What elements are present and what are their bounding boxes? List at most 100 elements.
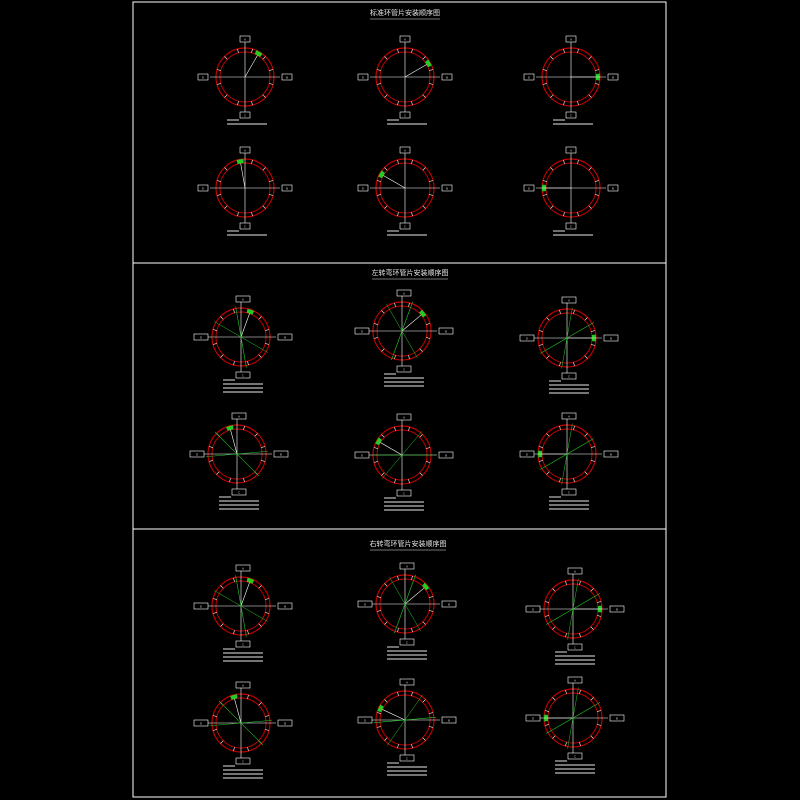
- side-label-text: D: [361, 330, 364, 334]
- key-segment: [254, 50, 263, 58]
- segment-joint: [233, 577, 235, 582]
- side-label-box: [239, 111, 251, 119]
- side-label-box: [441, 73, 453, 81]
- side-label-box: [607, 73, 619, 81]
- side-label-text: A: [244, 149, 247, 153]
- segment-joint: [224, 56, 228, 60]
- side-label-box: [523, 184, 535, 192]
- side-label-box: [399, 638, 415, 646]
- side-label-box: [567, 643, 583, 651]
- segment-joint: [208, 460, 213, 462]
- side-label-box: [235, 371, 251, 379]
- side-label-box: [399, 146, 411, 154]
- segment-joint: [224, 94, 228, 98]
- leader-line: [206, 451, 268, 457]
- key-segment: [246, 577, 255, 584]
- segment-joint: [384, 94, 388, 98]
- segment-joint: [381, 434, 385, 438]
- segment-joint: [559, 309, 561, 314]
- leader-line: [214, 321, 268, 353]
- key-radius-line: [240, 163, 246, 189]
- side-label-box: [277, 602, 293, 610]
- segment-joint: [577, 159, 579, 164]
- segment-joint: [565, 633, 567, 638]
- side-label-text: A: [403, 292, 406, 296]
- side-label-text: A: [570, 149, 573, 153]
- segment-joint: [394, 426, 396, 431]
- key-radius-line: [240, 313, 250, 338]
- segment-joint: [550, 56, 554, 60]
- side-label-text: A: [568, 415, 571, 419]
- side-label-text: D: [532, 608, 535, 612]
- segment-joint: [565, 689, 567, 694]
- segment-joint: [376, 180, 381, 182]
- side-label-text: A: [403, 416, 406, 420]
- segment-joint: [269, 194, 274, 196]
- segment-joint: [546, 355, 550, 359]
- side-label-text: C: [403, 368, 405, 372]
- section-title-left: 左转弯环管片安装顺序图: [372, 268, 449, 277]
- segment-joint: [269, 180, 274, 182]
- segment-joint: [429, 83, 434, 85]
- key-radius-line: [244, 55, 258, 78]
- segment-joint: [563, 101, 565, 106]
- segment-joint: [394, 302, 396, 307]
- key-segment: [378, 170, 386, 179]
- segment-joint: [212, 715, 217, 717]
- segment-joint: [376, 726, 381, 728]
- segment-joint: [595, 194, 600, 196]
- segment-joint: [411, 159, 413, 164]
- side-label-box: [609, 714, 625, 722]
- segment-joint: [422, 94, 426, 98]
- segment-joint: [212, 612, 217, 614]
- side-label-box: [235, 681, 251, 689]
- side-label-text: B: [445, 454, 447, 458]
- key-segment: [419, 309, 427, 318]
- side-label-box: [399, 562, 415, 570]
- segment-joint: [373, 447, 378, 449]
- side-label-text: A: [574, 570, 577, 574]
- side-label-text: D: [532, 717, 535, 721]
- segment-joint: [426, 323, 431, 325]
- key-radius-line: [230, 429, 238, 455]
- segment-joint: [597, 601, 602, 603]
- segment-joint: [584, 355, 588, 359]
- segment-joint: [265, 343, 270, 345]
- segment-joint: [429, 712, 434, 714]
- key-radius-line: [383, 175, 406, 189]
- leader-line: [214, 590, 268, 622]
- segment-joint: [376, 712, 381, 714]
- leader-line: [567, 578, 579, 640]
- side-label-text: B: [286, 76, 288, 80]
- side-label-text: A: [242, 298, 245, 302]
- segment-joint: [376, 194, 381, 196]
- segment-joint: [579, 633, 581, 638]
- segment-joint: [591, 446, 596, 448]
- key-segment: [377, 704, 384, 713]
- segment-joint: [216, 69, 221, 71]
- side-label-box: [561, 296, 577, 304]
- segment-joint: [265, 729, 270, 731]
- segment-joint: [384, 56, 388, 60]
- segment-joint: [247, 630, 249, 635]
- segment-joint: [419, 434, 423, 438]
- segment-joint: [397, 159, 399, 164]
- segment-joint: [552, 588, 556, 592]
- key-segment: [422, 582, 430, 591]
- segment-joint: [384, 205, 388, 209]
- side-label-text: A: [406, 681, 409, 685]
- segment-joint: [590, 735, 594, 739]
- segment-joint: [262, 167, 266, 171]
- side-label-text: B: [610, 337, 612, 341]
- side-label-box: [567, 567, 583, 575]
- side-label-text: D: [202, 76, 205, 80]
- side-label-box: [565, 111, 577, 119]
- side-label-box: [399, 678, 415, 686]
- segment-joint: [595, 83, 600, 85]
- segment-joint: [550, 94, 554, 98]
- segment-joint: [376, 610, 381, 612]
- segment-joint: [216, 471, 220, 475]
